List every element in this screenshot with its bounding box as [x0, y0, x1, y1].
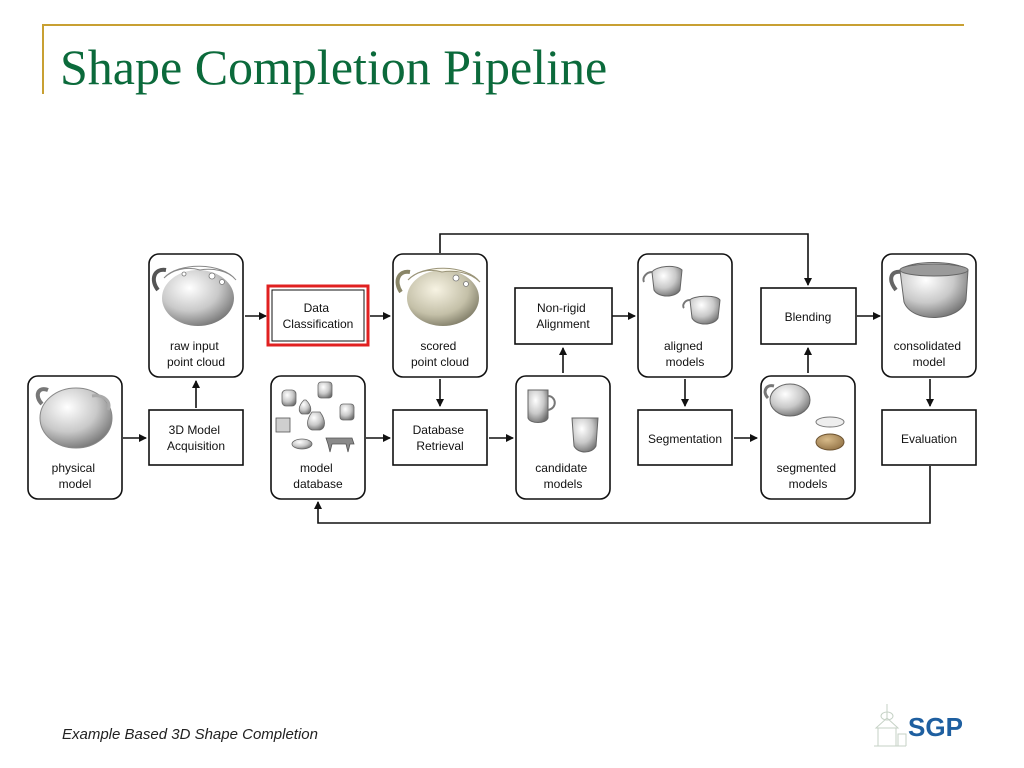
node-scored-label: scored point cloud [411, 339, 469, 369]
node-nonrigid-line-2: Alignment [536, 317, 590, 331]
node-model-database: model database [270, 375, 366, 500]
node-blending-line-1: Blending [785, 310, 832, 324]
logo-text: SGP [908, 712, 963, 742]
node-data-classification-line-1: Data [304, 301, 330, 315]
node-physical-line-1: physical [52, 461, 95, 475]
slide-frame-vertical [42, 24, 44, 94]
node-evaluation: Evaluation [881, 409, 977, 466]
model-collection-thumbnail [275, 381, 355, 453]
node-candidate: candidate models [515, 375, 611, 500]
node-database-retrieval: Database Retrieval [392, 409, 488, 466]
node-segmented-label: segmented models [777, 461, 840, 491]
node-segmented-line-1: segmented [777, 461, 836, 475]
node-consolidated: consolidated model [881, 253, 977, 378]
arrow-evaluation-to-database [314, 466, 931, 524]
node-acquisition-line-1: 3D Model [169, 423, 220, 437]
node-acquisition: 3D Model Acquisition [148, 409, 244, 466]
node-physical-line-2: model [59, 477, 92, 491]
segmented-parts-thumbnail [763, 383, 845, 451]
node-candidate-line-2: models [544, 477, 583, 491]
node-nonrigid-line-1: Non-rigid [537, 301, 586, 315]
slide-footer: Example Based 3D Shape Completion [62, 726, 318, 743]
node-scored: scored point cloud [392, 253, 488, 378]
capitol-building-icon [874, 704, 907, 747]
node-acquisition-label: 3D Model Acquisition [167, 423, 225, 453]
node-acquisition-line-2: Acquisition [167, 439, 225, 453]
node-aligned-line-1: aligned [664, 339, 703, 353]
node-segmentation: Segmentation [637, 409, 733, 466]
node-model-database-label: model database [293, 461, 343, 491]
node-scored-line-1: scored [420, 339, 456, 353]
node-consolidated-line-2: model [913, 355, 946, 369]
teapot-pointcloud-thumbnail [151, 265, 237, 326]
aligned-pitchers-thumbnail [642, 265, 721, 325]
arrow-scored-to-blending [439, 233, 812, 286]
node-raw-input-line-1: raw input [170, 339, 219, 353]
node-aligned-label: aligned models [664, 339, 706, 369]
candidate-mugs-thumbnail [527, 389, 599, 453]
node-aligned: aligned models [637, 253, 733, 378]
node-blending-label: Blending [785, 310, 832, 324]
node-model-database-line-1: model [300, 461, 333, 475]
consolidated-pitcher-thumbnail [889, 262, 969, 318]
node-aligned-line-2: models [666, 355, 705, 369]
node-consolidated-line-1: consolidated [894, 339, 961, 353]
node-physical-label: physical model [52, 461, 99, 491]
node-segmentation-label: Segmentation [648, 432, 722, 446]
node-segmentation-line-1: Segmentation [648, 432, 722, 446]
node-segmented: segmented models [760, 375, 856, 500]
node-evaluation-line-1: Evaluation [901, 432, 957, 446]
teapot-thumbnail [35, 387, 113, 449]
node-raw-input-label: raw input point cloud [167, 339, 225, 369]
node-data-classification-label: Data Classification [283, 301, 354, 331]
scored-teapot-thumbnail [395, 267, 481, 326]
node-raw-input-line-2: point cloud [167, 355, 225, 369]
node-consolidated-label: consolidated model [894, 339, 965, 369]
node-database-retrieval-line-2: Retrieval [416, 439, 463, 453]
slide-frame-horizontal [42, 24, 964, 26]
node-model-database-line-2: database [293, 477, 343, 491]
node-candidate-label: candidate models [535, 461, 590, 491]
node-blending: Blending [760, 287, 857, 345]
node-physical: physical model [27, 375, 123, 500]
node-data-classification-line-2: Classification [283, 317, 354, 331]
node-candidate-line-1: candidate [535, 461, 587, 475]
node-nonrigid-label: Non-rigid Alignment [536, 301, 590, 331]
node-database-retrieval-label: Database Retrieval [413, 423, 468, 453]
slide-title: Shape Completion Pipeline [60, 39, 608, 95]
node-database-retrieval-line-1: Database [413, 423, 465, 437]
node-segmented-line-2: models [789, 477, 828, 491]
connectors [123, 233, 934, 524]
node-scored-line-2: point cloud [411, 355, 469, 369]
node-data-classification: Data Classification [266, 284, 370, 347]
node-raw-input: raw input point cloud [148, 253, 244, 378]
node-evaluation-label: Evaluation [901, 432, 957, 446]
sgp-logo: SGP [874, 704, 963, 747]
node-nonrigid-alignment: Non-rigid Alignment [514, 287, 613, 345]
